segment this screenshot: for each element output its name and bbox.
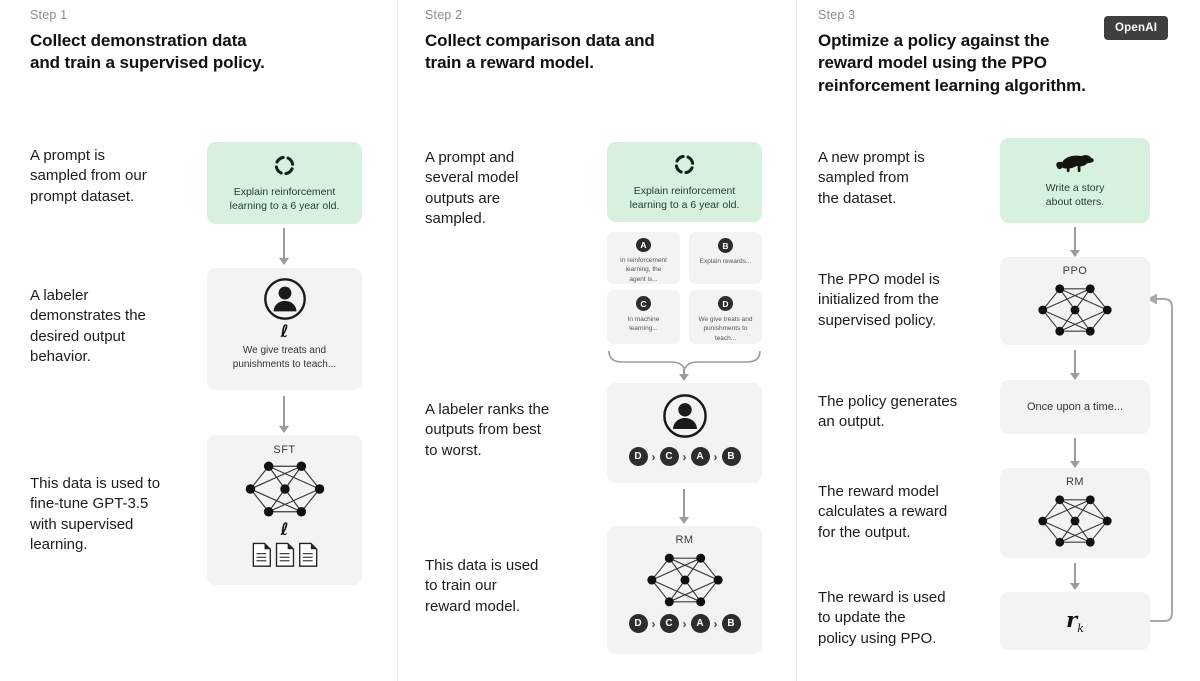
rank-separator: ›: [682, 449, 687, 464]
down-arrow: [1070, 563, 1080, 590]
rm-model-label: RM: [675, 534, 694, 546]
rank-chip: C: [659, 614, 679, 633]
output-sample-c-text: In machine learning...: [627, 316, 660, 333]
rank-separator: ›: [651, 616, 656, 631]
rank-separator: ›: [713, 449, 718, 464]
step2-caption-train: This data is used to train our reward mo…: [425, 557, 539, 615]
rank-chip: A: [690, 447, 710, 466]
ppo-model-label: PPO: [1062, 265, 1088, 277]
ranking-chain: D › C › A › B: [628, 447, 741, 466]
step2-prompt-box: Explain reinforcement learning to a 6 ye…: [607, 142, 762, 222]
rank-chip: B: [721, 614, 741, 633]
step1-sft-box: SFT ℓ: [207, 435, 362, 585]
documents-icon: [252, 542, 318, 568]
labeler-person-icon: [263, 277, 307, 321]
rank-chip: D: [628, 447, 648, 466]
letter-chip-a: A: [636, 238, 651, 252]
column-divider: [397, 0, 398, 681]
output-sample-b: B Explain rewards...: [689, 232, 762, 284]
step1-title: Collect demonstration data and train a s…: [30, 31, 265, 73]
neural-network-icon: [644, 551, 726, 609]
step3-label: Step 3: [818, 8, 856, 22]
rank-chip: D: [628, 614, 648, 633]
neural-network-icon: [1035, 493, 1115, 549]
step2-title: Collect comparison data and train a rewa…: [425, 31, 655, 73]
letter-chip-c: C: [636, 296, 651, 311]
step2-prompt-text: Explain reinforcement learning to a 6 ye…: [629, 184, 740, 211]
rank-chip: C: [659, 447, 679, 466]
step3-caption-prompt: A new prompt is sampled from the dataset…: [818, 149, 925, 207]
step2-caption-prompt: A prompt and several model outputs are s…: [425, 149, 519, 227]
step3-caption-ppo: The PPO model is initialized from the su…: [818, 271, 940, 329]
step1-prompt-box: Explain reinforcement learning to a 6 ye…: [207, 142, 362, 224]
step3-title: Optimize a policy against the reward mod…: [818, 31, 1086, 95]
rank-separator: ›: [713, 616, 718, 631]
step1-caption-finetune: This data is used to fine-tune GPT-3.5 w…: [30, 475, 161, 553]
otter-icon: [1055, 152, 1095, 174]
rank-separator: ›: [651, 449, 656, 464]
step1-caption-prompt: A prompt is sampled from our prompt data…: [30, 147, 147, 205]
step3-caption-output: The policy generates an output.: [818, 393, 958, 431]
brace-icon: [607, 350, 762, 370]
step3-output-text: Once upon a time...: [1027, 400, 1123, 413]
down-arrow: [1070, 227, 1080, 257]
step3-caption-reward: The reward model calculates a reward for…: [818, 483, 948, 541]
step1-caption-labeler: A labeler demonstrates the desired outpu…: [30, 287, 146, 365]
step3-ppo-box: PPO: [1000, 257, 1150, 345]
neural-network-icon: [242, 459, 328, 519]
output-sample-a-text: In reinforcement learning, the agent is.…: [620, 256, 667, 283]
down-arrow: [279, 228, 289, 265]
step2-caption-rank: A labeler ranks the outputs from best to…: [425, 401, 550, 459]
step1-label: Step 1: [30, 8, 68, 22]
labeler-person-icon: [662, 393, 708, 439]
down-arrow: [1070, 350, 1080, 380]
cycle-icon: [272, 153, 297, 178]
rank-chip: B: [721, 447, 741, 466]
pen-icon: ℓ: [280, 520, 289, 540]
down-arrow: [279, 396, 289, 433]
rm-model-label: RM: [1065, 476, 1085, 488]
letter-chip-b: B: [718, 238, 733, 253]
neural-network-icon: [1035, 282, 1115, 338]
step3-rm-box: RM: [1000, 468, 1150, 558]
ranking-chain: D › C › A › B: [628, 614, 741, 633]
reward-symbol: rk: [1066, 606, 1084, 636]
step1-prompt-text: Explain reinforcement learning to a 6 ye…: [229, 185, 340, 212]
step2-rm-box: RM D › C › A: [607, 526, 762, 654]
openai-brand-badge: OpenAI: [1104, 16, 1169, 40]
output-sample-d-text: We give treats and punishments to teach.…: [698, 316, 753, 342]
letter-chip-d: D: [718, 296, 733, 311]
down-arrow: [1070, 438, 1080, 468]
step2-label: Step 2: [425, 8, 463, 22]
step3-prompt-box: Write a story about otters.: [1000, 138, 1150, 223]
rank-chip: A: [690, 614, 710, 633]
output-sample-d: D We give treats and punishments to teac…: [689, 290, 762, 344]
rank-separator: ›: [682, 616, 687, 631]
output-sample-b-text: Explain rewards...: [699, 258, 752, 265]
step3-prompt-text: Write a story about otters.: [1045, 181, 1105, 208]
output-sample-c: C In machine learning...: [607, 290, 680, 344]
step3-caption-update: The reward is used to update the policy …: [818, 589, 946, 647]
step3-output-box: Once upon a time...: [1000, 380, 1150, 434]
cycle-icon: [672, 152, 697, 177]
step3-reward-box: rk: [1000, 592, 1150, 650]
step2-ranking-box: D › C › A › B: [607, 383, 762, 483]
column-divider: [796, 0, 797, 681]
sft-model-label: SFT: [273, 444, 296, 456]
down-arrow: [679, 489, 689, 524]
down-arrow: [679, 369, 689, 381]
step1-labeler-box: ℓ We give treats and punishments to teac…: [207, 268, 362, 390]
output-sample-a: A In reinforcement learning, the agent i…: [607, 232, 680, 284]
step1-demonstration-text: We give treats and punishments to teach.…: [232, 345, 337, 370]
pen-icon: ℓ: [280, 322, 289, 342]
